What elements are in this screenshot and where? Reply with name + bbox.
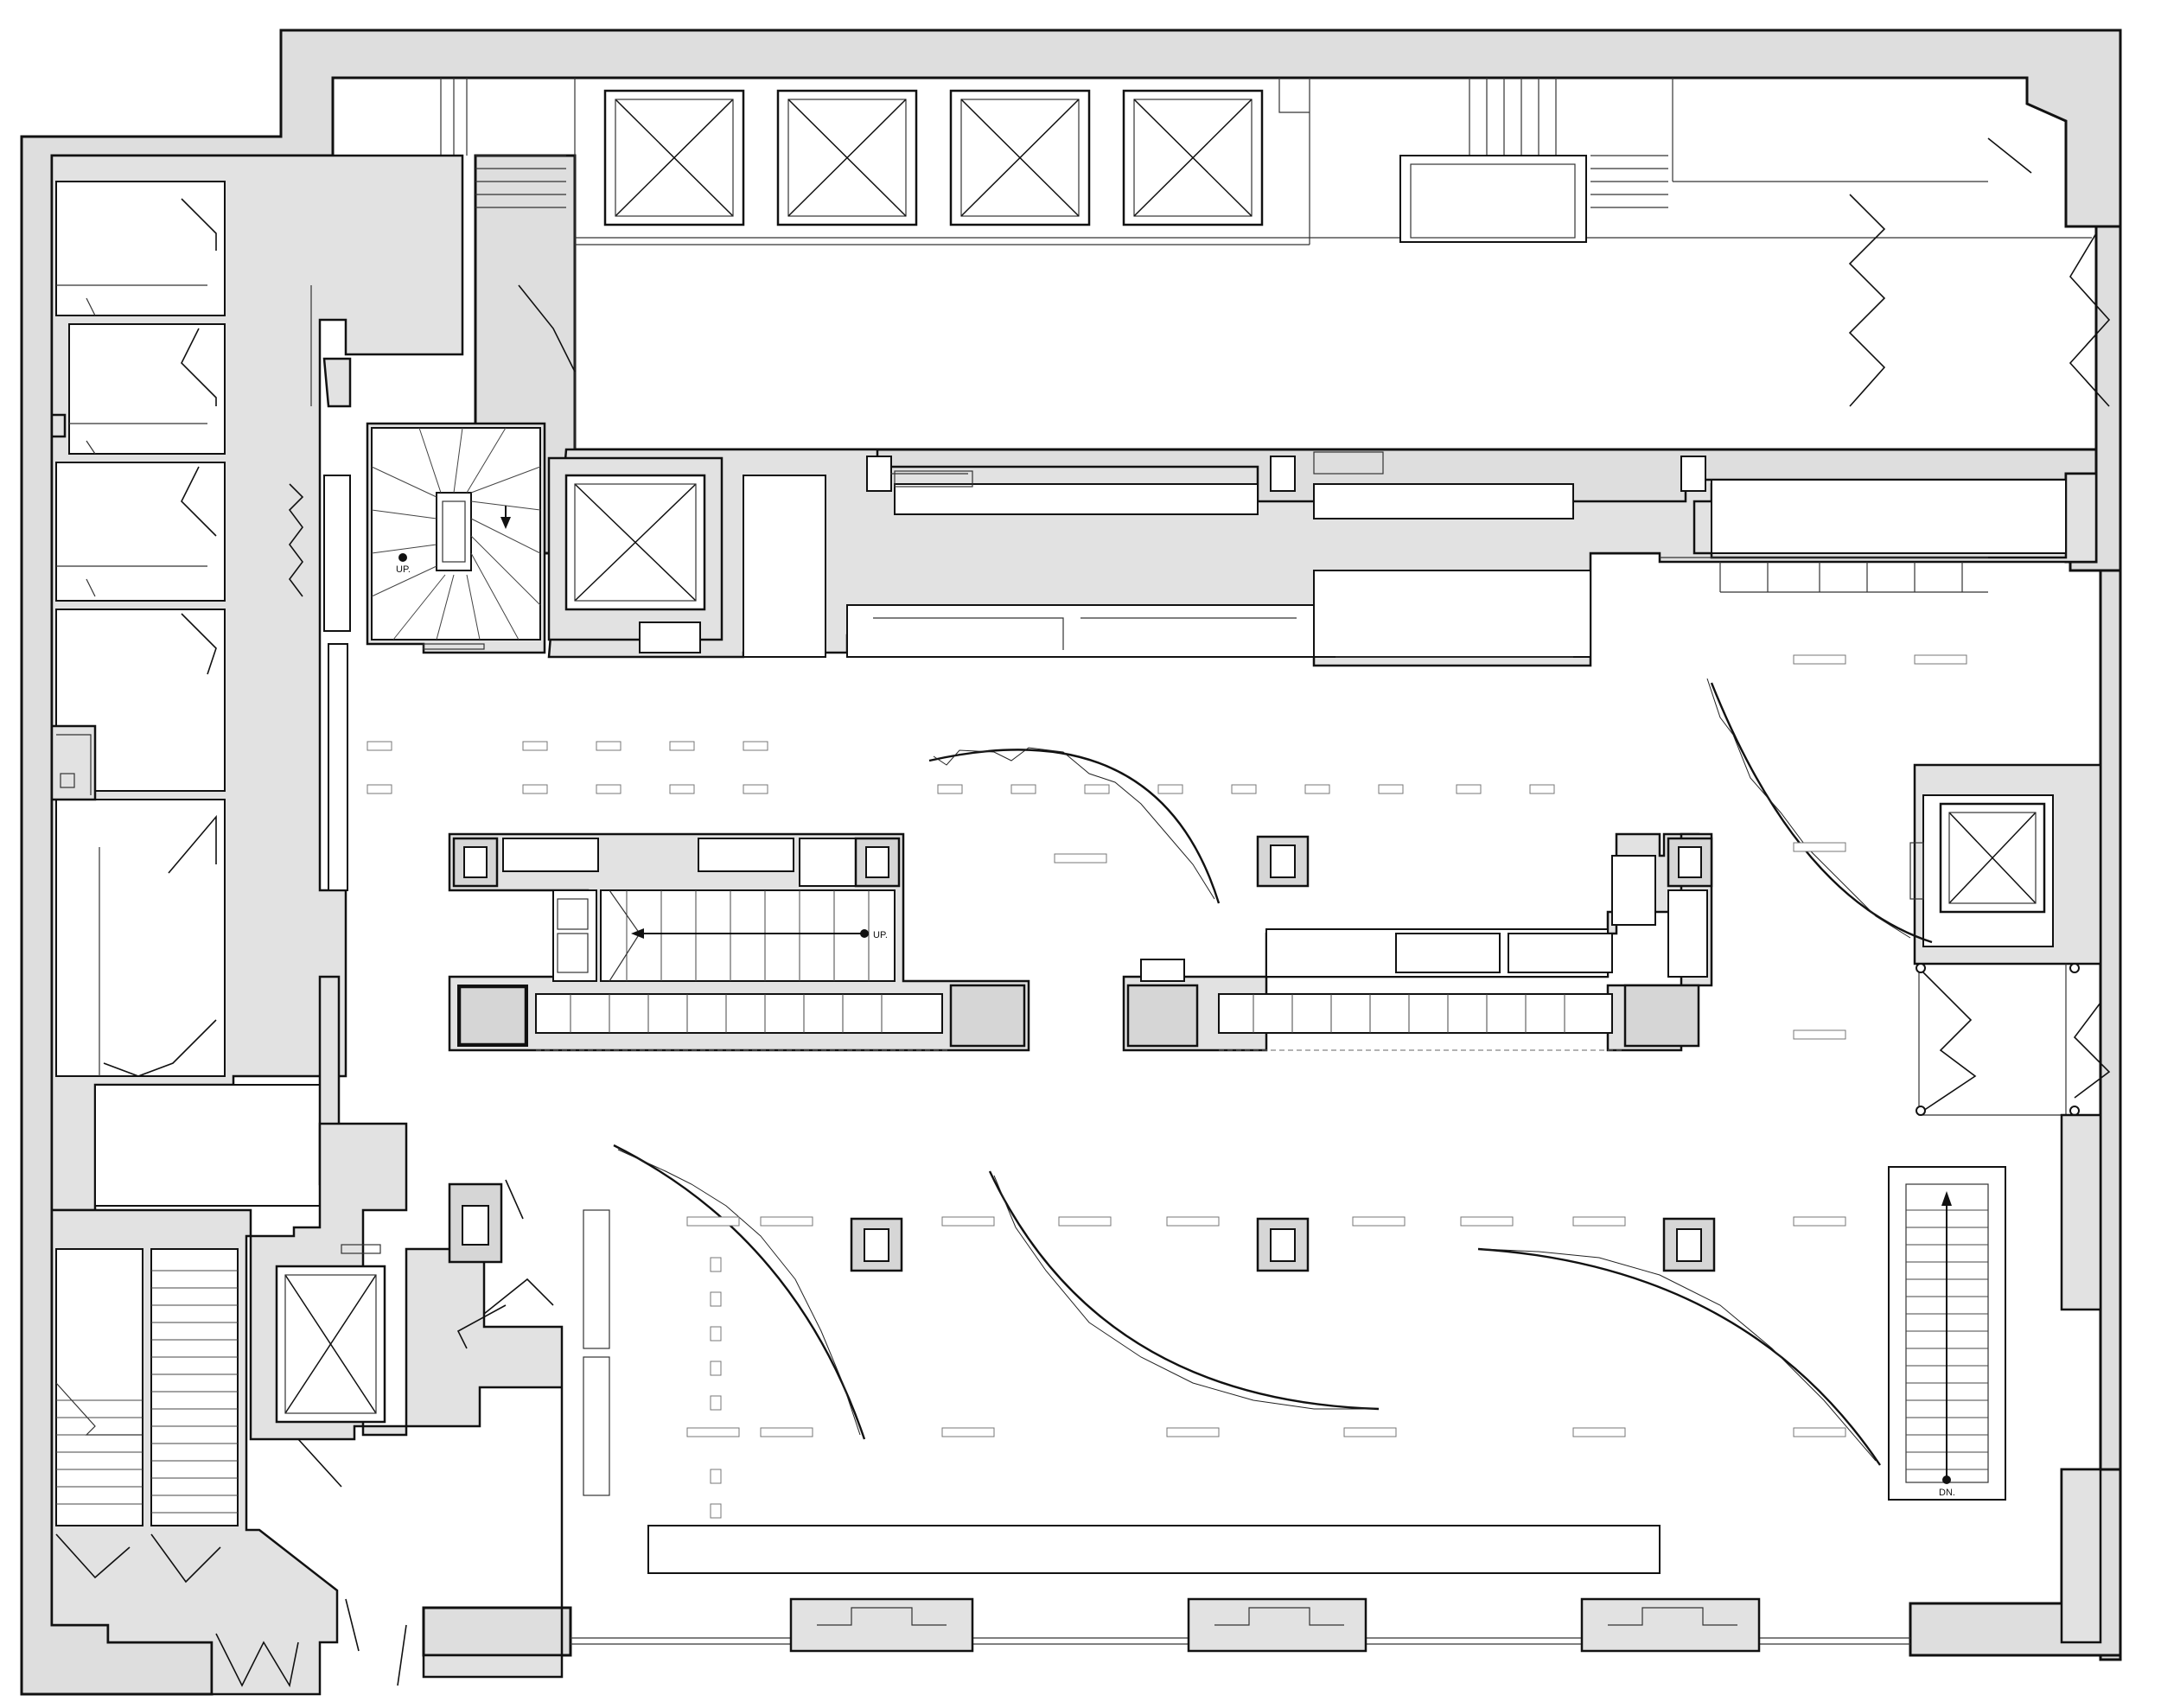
curved-rails <box>613 678 1933 1466</box>
left-stair: UP. <box>366 422 546 654</box>
i-beam-rear-1 <box>866 456 892 492</box>
light-row-2 <box>367 784 1555 794</box>
front-display <box>571 1209 1910 1653</box>
light-column-dashed <box>710 1257 722 1519</box>
left-wall-details <box>50 413 97 801</box>
light-fixtures <box>367 654 1967 1519</box>
stair-up-label-1: UP. <box>396 564 411 575</box>
center-stair-block: UP. <box>448 832 1030 1052</box>
light-row-1 <box>367 741 768 751</box>
rear-counter-wall <box>547 448 2098 667</box>
i-beam-rear-2 <box>1270 456 1296 492</box>
light-row-4 <box>686 1427 1846 1437</box>
left-service-rooms <box>50 154 464 1212</box>
bottom-left-core <box>50 1122 564 1696</box>
columns <box>850 1217 1716 1272</box>
right-counter-block <box>1122 832 1713 1052</box>
stair-up-label-2: UP. <box>873 930 888 940</box>
center-elevator <box>547 456 724 653</box>
right-elevator <box>1909 763 2111 1644</box>
escalator: DN. <box>1888 1166 2006 1501</box>
i-beam-rear-3 <box>1680 456 1706 492</box>
escalator-down-label: DN. <box>1939 1488 1955 1498</box>
light-row-3 <box>686 1216 1846 1227</box>
